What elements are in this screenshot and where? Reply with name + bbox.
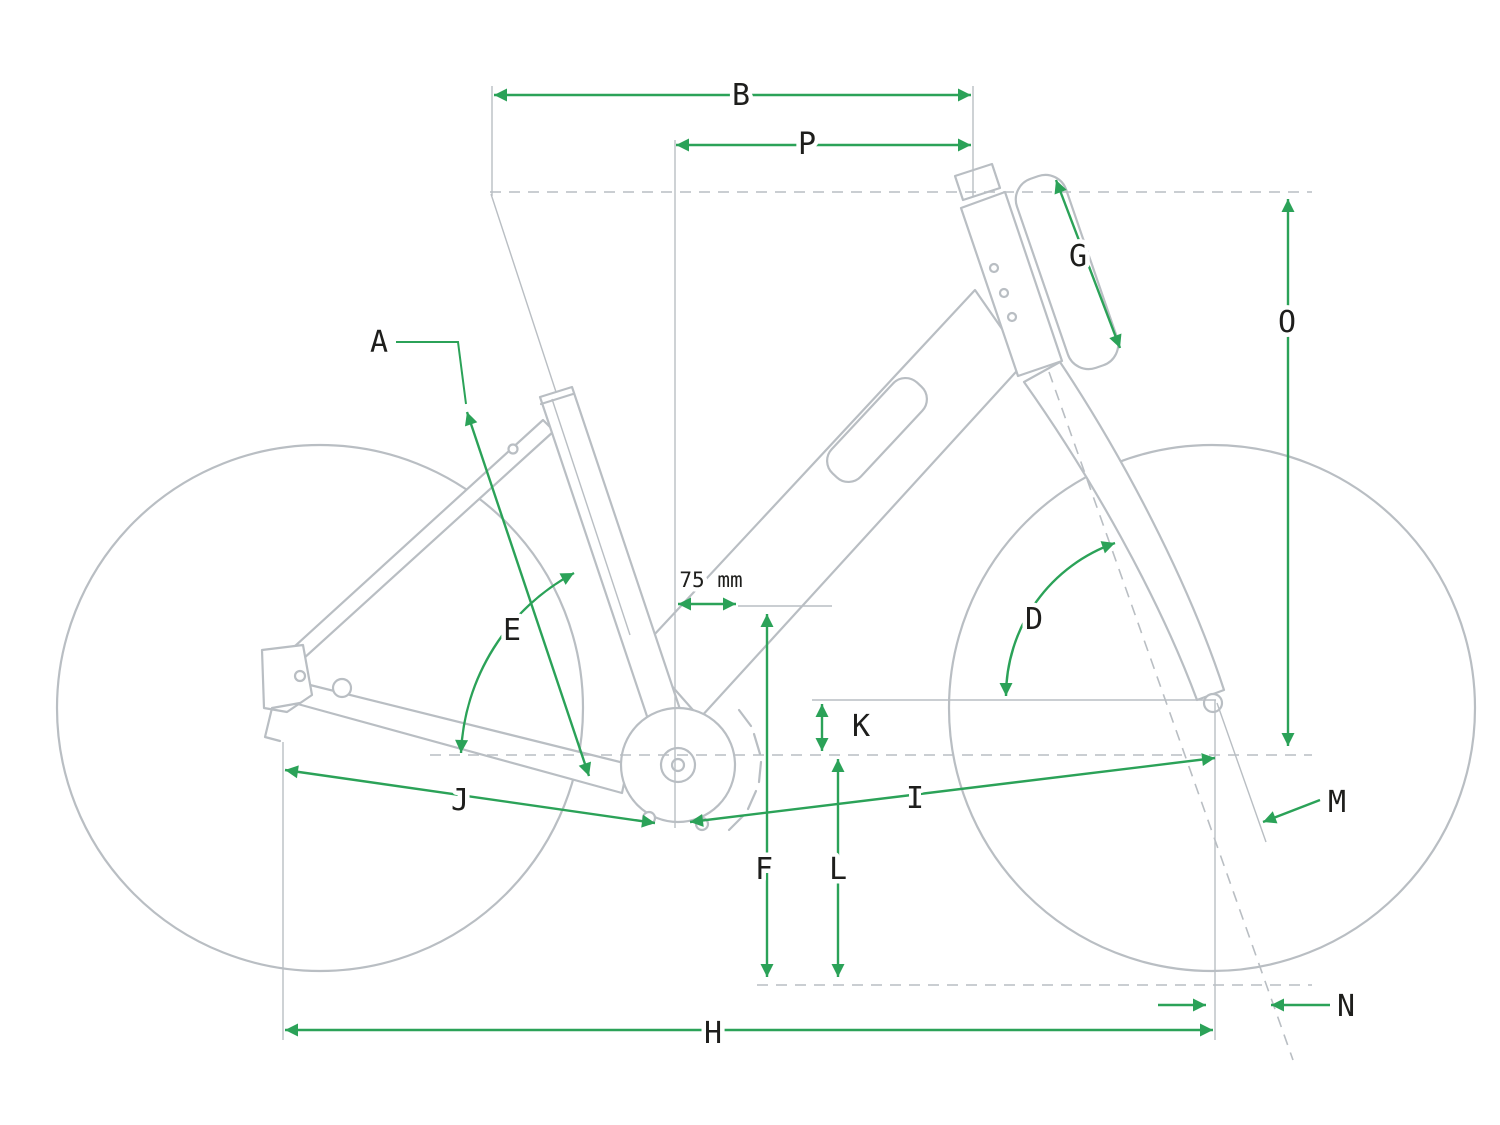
label-D: D bbox=[1025, 602, 1043, 637]
label-F: F bbox=[755, 852, 773, 887]
m-arrow bbox=[1262, 798, 1321, 824]
head-bolt-1 bbox=[988, 262, 1000, 274]
i-arrow bbox=[689, 753, 1216, 827]
seat-tube bbox=[538, 385, 696, 763]
seat-stay-bolt bbox=[507, 443, 519, 455]
j-arrow bbox=[284, 765, 656, 828]
dimension-N: N bbox=[1158, 985, 1360, 1029]
head-tube bbox=[959, 190, 1064, 378]
seat-tube-inner-line bbox=[551, 398, 631, 636]
label-O: O bbox=[1278, 305, 1296, 340]
front-hub bbox=[1202, 692, 1224, 714]
dropout-bolt bbox=[293, 669, 307, 683]
seatpost-axis-extension bbox=[490, 193, 557, 393]
label-N: N bbox=[1337, 989, 1355, 1024]
label-L: L bbox=[829, 852, 847, 887]
dimension-B: B bbox=[494, 74, 971, 118]
label-H: H bbox=[704, 1016, 722, 1051]
d-angle-arc bbox=[999, 541, 1116, 697]
a-leader-line bbox=[396, 341, 467, 405]
dimension-G: G bbox=[1054, 179, 1122, 349]
dimension-annotations: B P G O A E 75 mm D bbox=[284, 74, 1360, 1056]
label-G: G bbox=[1069, 239, 1087, 274]
label-A: A bbox=[370, 325, 388, 360]
label-P: P bbox=[798, 127, 816, 162]
chain-stay bbox=[292, 680, 630, 795]
seat-collar bbox=[539, 392, 575, 406]
dimension-D: D bbox=[999, 541, 1116, 697]
dimension-F: F bbox=[750, 614, 778, 977]
fork-offset-line bbox=[1216, 702, 1267, 843]
label-E: E bbox=[503, 613, 521, 648]
bb-axle bbox=[670, 757, 686, 773]
dimension-M: M bbox=[1262, 781, 1351, 825]
battery-door bbox=[826, 376, 928, 484]
stem-spacer bbox=[953, 162, 1002, 202]
label-B: B bbox=[732, 78, 750, 113]
head-bolt-2 bbox=[998, 287, 1010, 299]
dimension-H: H bbox=[285, 1012, 1213, 1056]
dimension-E: E bbox=[455, 571, 575, 754]
dimension-75mm: 75 mm bbox=[675, 564, 747, 611]
dropout-pulley bbox=[331, 677, 353, 699]
kickstand-mount bbox=[263, 701, 302, 743]
label-75mm: 75 mm bbox=[679, 568, 742, 592]
label-J: J bbox=[451, 783, 469, 818]
dimension-O: O bbox=[1273, 199, 1301, 746]
label-I: I bbox=[906, 781, 924, 816]
g-arrow bbox=[1054, 179, 1122, 349]
steering-axis-dashed-line bbox=[1048, 371, 1294, 1061]
dimension-L: L bbox=[824, 759, 852, 977]
e-angle-arc bbox=[455, 571, 575, 754]
dimension-J: J bbox=[284, 765, 656, 828]
dimension-K: K bbox=[815, 704, 875, 751]
dimension-I: I bbox=[689, 753, 1216, 827]
down-tube bbox=[638, 288, 1027, 720]
head-bolt-3 bbox=[1006, 311, 1018, 323]
label-M: M bbox=[1328, 785, 1346, 820]
front-wheel bbox=[947, 443, 1477, 973]
label-K: K bbox=[852, 709, 870, 744]
fork-blade bbox=[1022, 360, 1226, 702]
dimension-P: P bbox=[676, 123, 971, 167]
